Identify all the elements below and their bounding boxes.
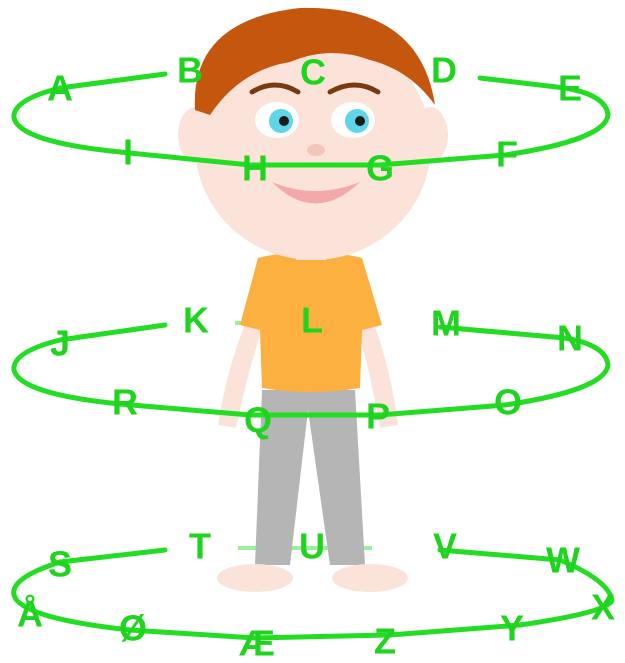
nose — [307, 144, 325, 156]
hair — [194, 7, 435, 116]
letter-waist-ring-2: L — [301, 300, 323, 341]
letter-feet-ring-9: Ø — [119, 608, 147, 649]
letter-feet-ring-1: T — [189, 526, 211, 567]
letter-feet-ring-0: S — [48, 544, 72, 585]
waist-ring-front-arc — [11, 322, 611, 418]
letter-waist-ring-3: M — [431, 303, 461, 344]
left-pupil — [279, 116, 289, 126]
letter-feet-ring-10: Å — [17, 594, 43, 635]
right-arm — [355, 300, 398, 428]
right-pupil — [355, 116, 365, 126]
letter-waist-ring-7: Q — [244, 400, 272, 441]
ring-front-arcs — [11, 71, 615, 641]
letter-waist-ring-6: P — [366, 396, 390, 437]
letter-head-ring-3: D — [431, 50, 457, 91]
left-arm — [218, 300, 265, 428]
letter-feet-ring-5: X — [591, 587, 615, 628]
letter-head-ring-2: C — [300, 52, 326, 93]
feet-ring-front-arc — [11, 547, 615, 641]
letter-feet-ring-7: Z — [374, 621, 396, 662]
letter-head-ring-5: F — [496, 134, 518, 175]
letter-head-ring-4: E — [558, 68, 582, 109]
letter-feet-ring-3: V — [433, 526, 457, 567]
head-ring-front-arc — [11, 71, 611, 168]
letter-head-ring-1: B — [177, 50, 203, 91]
letter-head-ring-0: A — [47, 68, 73, 109]
letter-waist-ring-0: J — [50, 323, 70, 364]
left-eyebrow — [249, 82, 301, 95]
right-eyebrow — [327, 82, 381, 95]
pants — [255, 390, 365, 565]
letter-head-ring-7: H — [242, 148, 268, 189]
letter-head-ring-6: G — [366, 148, 394, 189]
letter-feet-ring-6: Y — [500, 608, 524, 649]
letter-waist-ring-4: N — [557, 318, 583, 359]
letter-head-ring-8: I — [123, 132, 133, 173]
letter-waist-ring-8: R — [112, 382, 138, 423]
smile — [272, 182, 360, 204]
left-foot — [217, 564, 293, 592]
boy-figure — [178, 7, 448, 592]
ring-letters: A B C D EF G H I J K L M NO P Q R S T U V WX Y Z Æ Ø Å — [17, 50, 615, 663]
shirt — [240, 251, 382, 392]
right-foot — [332, 564, 408, 592]
letter-waist-ring-5: O — [494, 382, 522, 423]
letter-feet-ring-8: Æ — [239, 623, 275, 663]
letter-feet-ring-4: W — [546, 540, 580, 581]
letter-waist-ring-1: K — [183, 300, 209, 341]
letter-feet-ring-2: U — [299, 526, 325, 567]
